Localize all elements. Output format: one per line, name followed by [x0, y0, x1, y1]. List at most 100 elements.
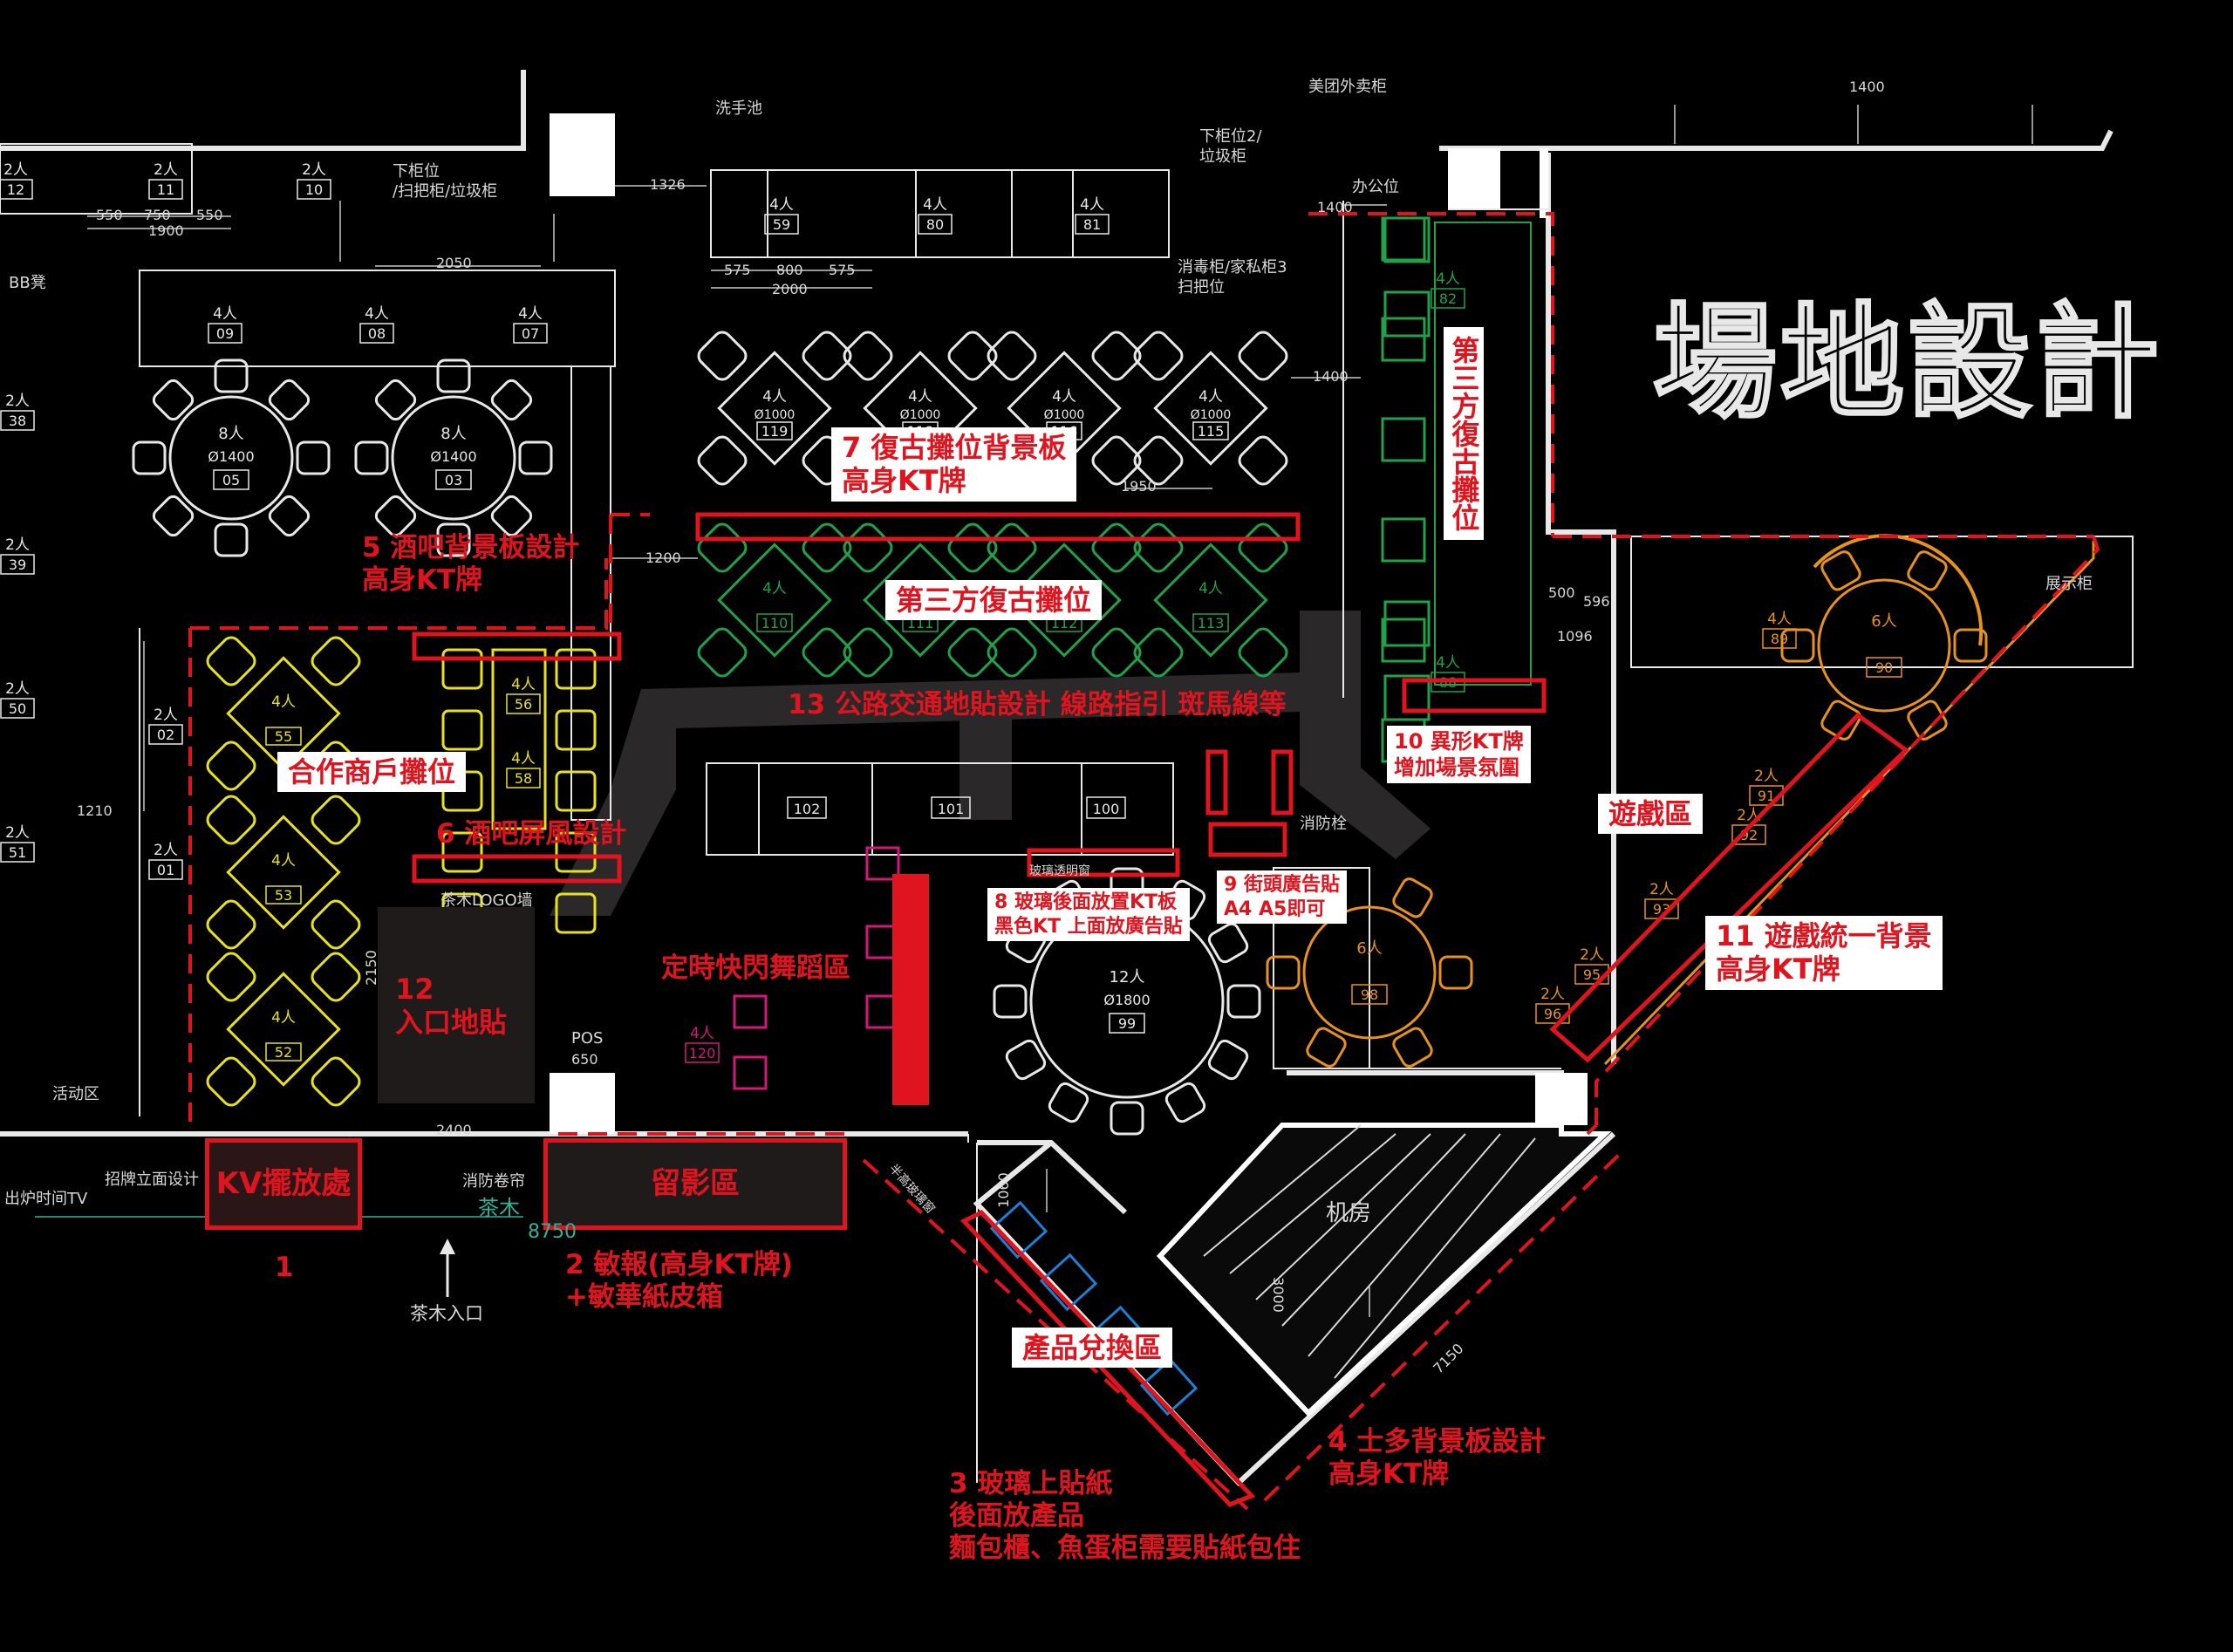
game-counter	[1603, 541, 2095, 1066]
cad-display: 展示柜	[2045, 575, 2093, 593]
chair	[555, 831, 597, 873]
svg-text:58: 58	[515, 770, 532, 787]
cad-bar-stool: BB凳	[9, 274, 46, 292]
svg-text:59: 59	[773, 216, 790, 233]
counter	[1434, 222, 1532, 686]
dance-stage	[892, 874, 929, 1105]
cad-sign-elevation: 招牌立面设计	[105, 1171, 199, 1189]
chair	[1381, 517, 1426, 563]
annotation-1: 1	[275, 1252, 294, 1283]
svg-text:8人: 8人	[218, 425, 243, 443]
svg-text:Ø1000: Ø1000	[755, 408, 796, 422]
dim: 1096	[1557, 628, 1593, 645]
annotation-5: 5 酒吧背景板設計高身KT牌	[362, 532, 580, 597]
cad-fire-curtain: 消防卷帘	[462, 1172, 525, 1191]
chair	[1381, 618, 1426, 663]
label-third-party-retro: 第三方復古攤位	[885, 580, 1103, 621]
svg-text:55: 55	[275, 728, 292, 745]
svg-text:4人: 4人	[365, 305, 389, 323]
cad-chamu: 茶木	[478, 1196, 520, 1220]
dim: 1400	[1313, 368, 1349, 385]
svg-text:120: 120	[689, 1045, 716, 1062]
annotation-8: 8 玻璃後面放置KT板黑色KT 上面放廣告貼	[987, 888, 1190, 941]
dim: 550	[96, 207, 123, 223]
annotation-4: 4 士多背景板設計高身KT牌	[1328, 1426, 1547, 1491]
cad-8750: 8750	[528, 1221, 577, 1243]
svg-text:4人: 4人	[1436, 654, 1460, 672]
svg-text:07: 07	[522, 325, 539, 342]
cad-fire-hydrant: 消防栓	[1300, 815, 1347, 833]
dim: 750	[144, 207, 171, 223]
dim: 575	[724, 262, 751, 278]
dim: 2000	[772, 281, 808, 297]
svg-text:12: 12	[7, 181, 24, 198]
highlight-zones	[188, 212, 2100, 1511]
entrance-arrow-icon	[440, 1239, 455, 1297]
wall-blocks	[550, 113, 1588, 1134]
cad-oven-tv: 出炉时间TV	[4, 1190, 88, 1208]
svg-text:4人: 4人	[1436, 270, 1460, 288]
svg-text:2人: 2人	[302, 161, 326, 179]
svg-text:10: 10	[305, 181, 323, 198]
svg-text:2人: 2人	[5, 824, 30, 842]
svg-text:96: 96	[1544, 1006, 1561, 1022]
cad-logo-wall: 茶木LOGO墙	[440, 891, 533, 910]
svg-text:8人: 8人	[440, 425, 466, 443]
label-flash-dance: 定時快閃舞蹈區	[661, 952, 850, 984]
svg-text:4人: 4人	[1198, 388, 1223, 406]
svg-text:4人: 4人	[1080, 196, 1104, 214]
svg-text:4人: 4人	[908, 388, 932, 406]
dim: 1950	[1121, 478, 1157, 495]
svg-text:113: 113	[1198, 615, 1225, 631]
svg-text:100: 100	[1093, 801, 1120, 817]
dim: 550	[196, 207, 223, 223]
svg-text:4人: 4人	[518, 305, 543, 323]
cad-washbasin: 洗手池	[715, 99, 762, 118]
svg-text:82: 82	[1439, 290, 1457, 307]
svg-text:4人: 4人	[1767, 611, 1792, 628]
chair	[1139, 1357, 1198, 1416]
page-title: 場地設計	[1652, 290, 2162, 437]
dim: 1400	[1317, 199, 1353, 215]
chair	[555, 709, 597, 751]
dim: 2150	[362, 950, 379, 986]
table-102: 102	[787, 796, 827, 819]
chair	[441, 831, 483, 873]
chair	[1381, 216, 1426, 262]
svg-text:Ø1000: Ø1000	[1044, 408, 1085, 422]
svg-text:2人: 2人	[154, 161, 178, 179]
svg-text:52: 52	[275, 1044, 292, 1061]
svg-text:115: 115	[1198, 423, 1225, 440]
road-path	[550, 611, 1431, 916]
dim: 2050	[436, 255, 472, 271]
dim: 650	[571, 1051, 598, 1068]
svg-text:102: 102	[794, 801, 821, 817]
chair	[1039, 1253, 1098, 1312]
svg-text:91: 91	[1758, 788, 1775, 804]
svg-text:95: 95	[1583, 966, 1601, 983]
svg-text:4人: 4人	[511, 750, 536, 768]
cad-pos: POS	[571, 1029, 604, 1048]
svg-text:50: 50	[9, 700, 26, 717]
dimension-lines	[35, 105, 2033, 1317]
dim: 1060	[994, 1172, 1012, 1208]
